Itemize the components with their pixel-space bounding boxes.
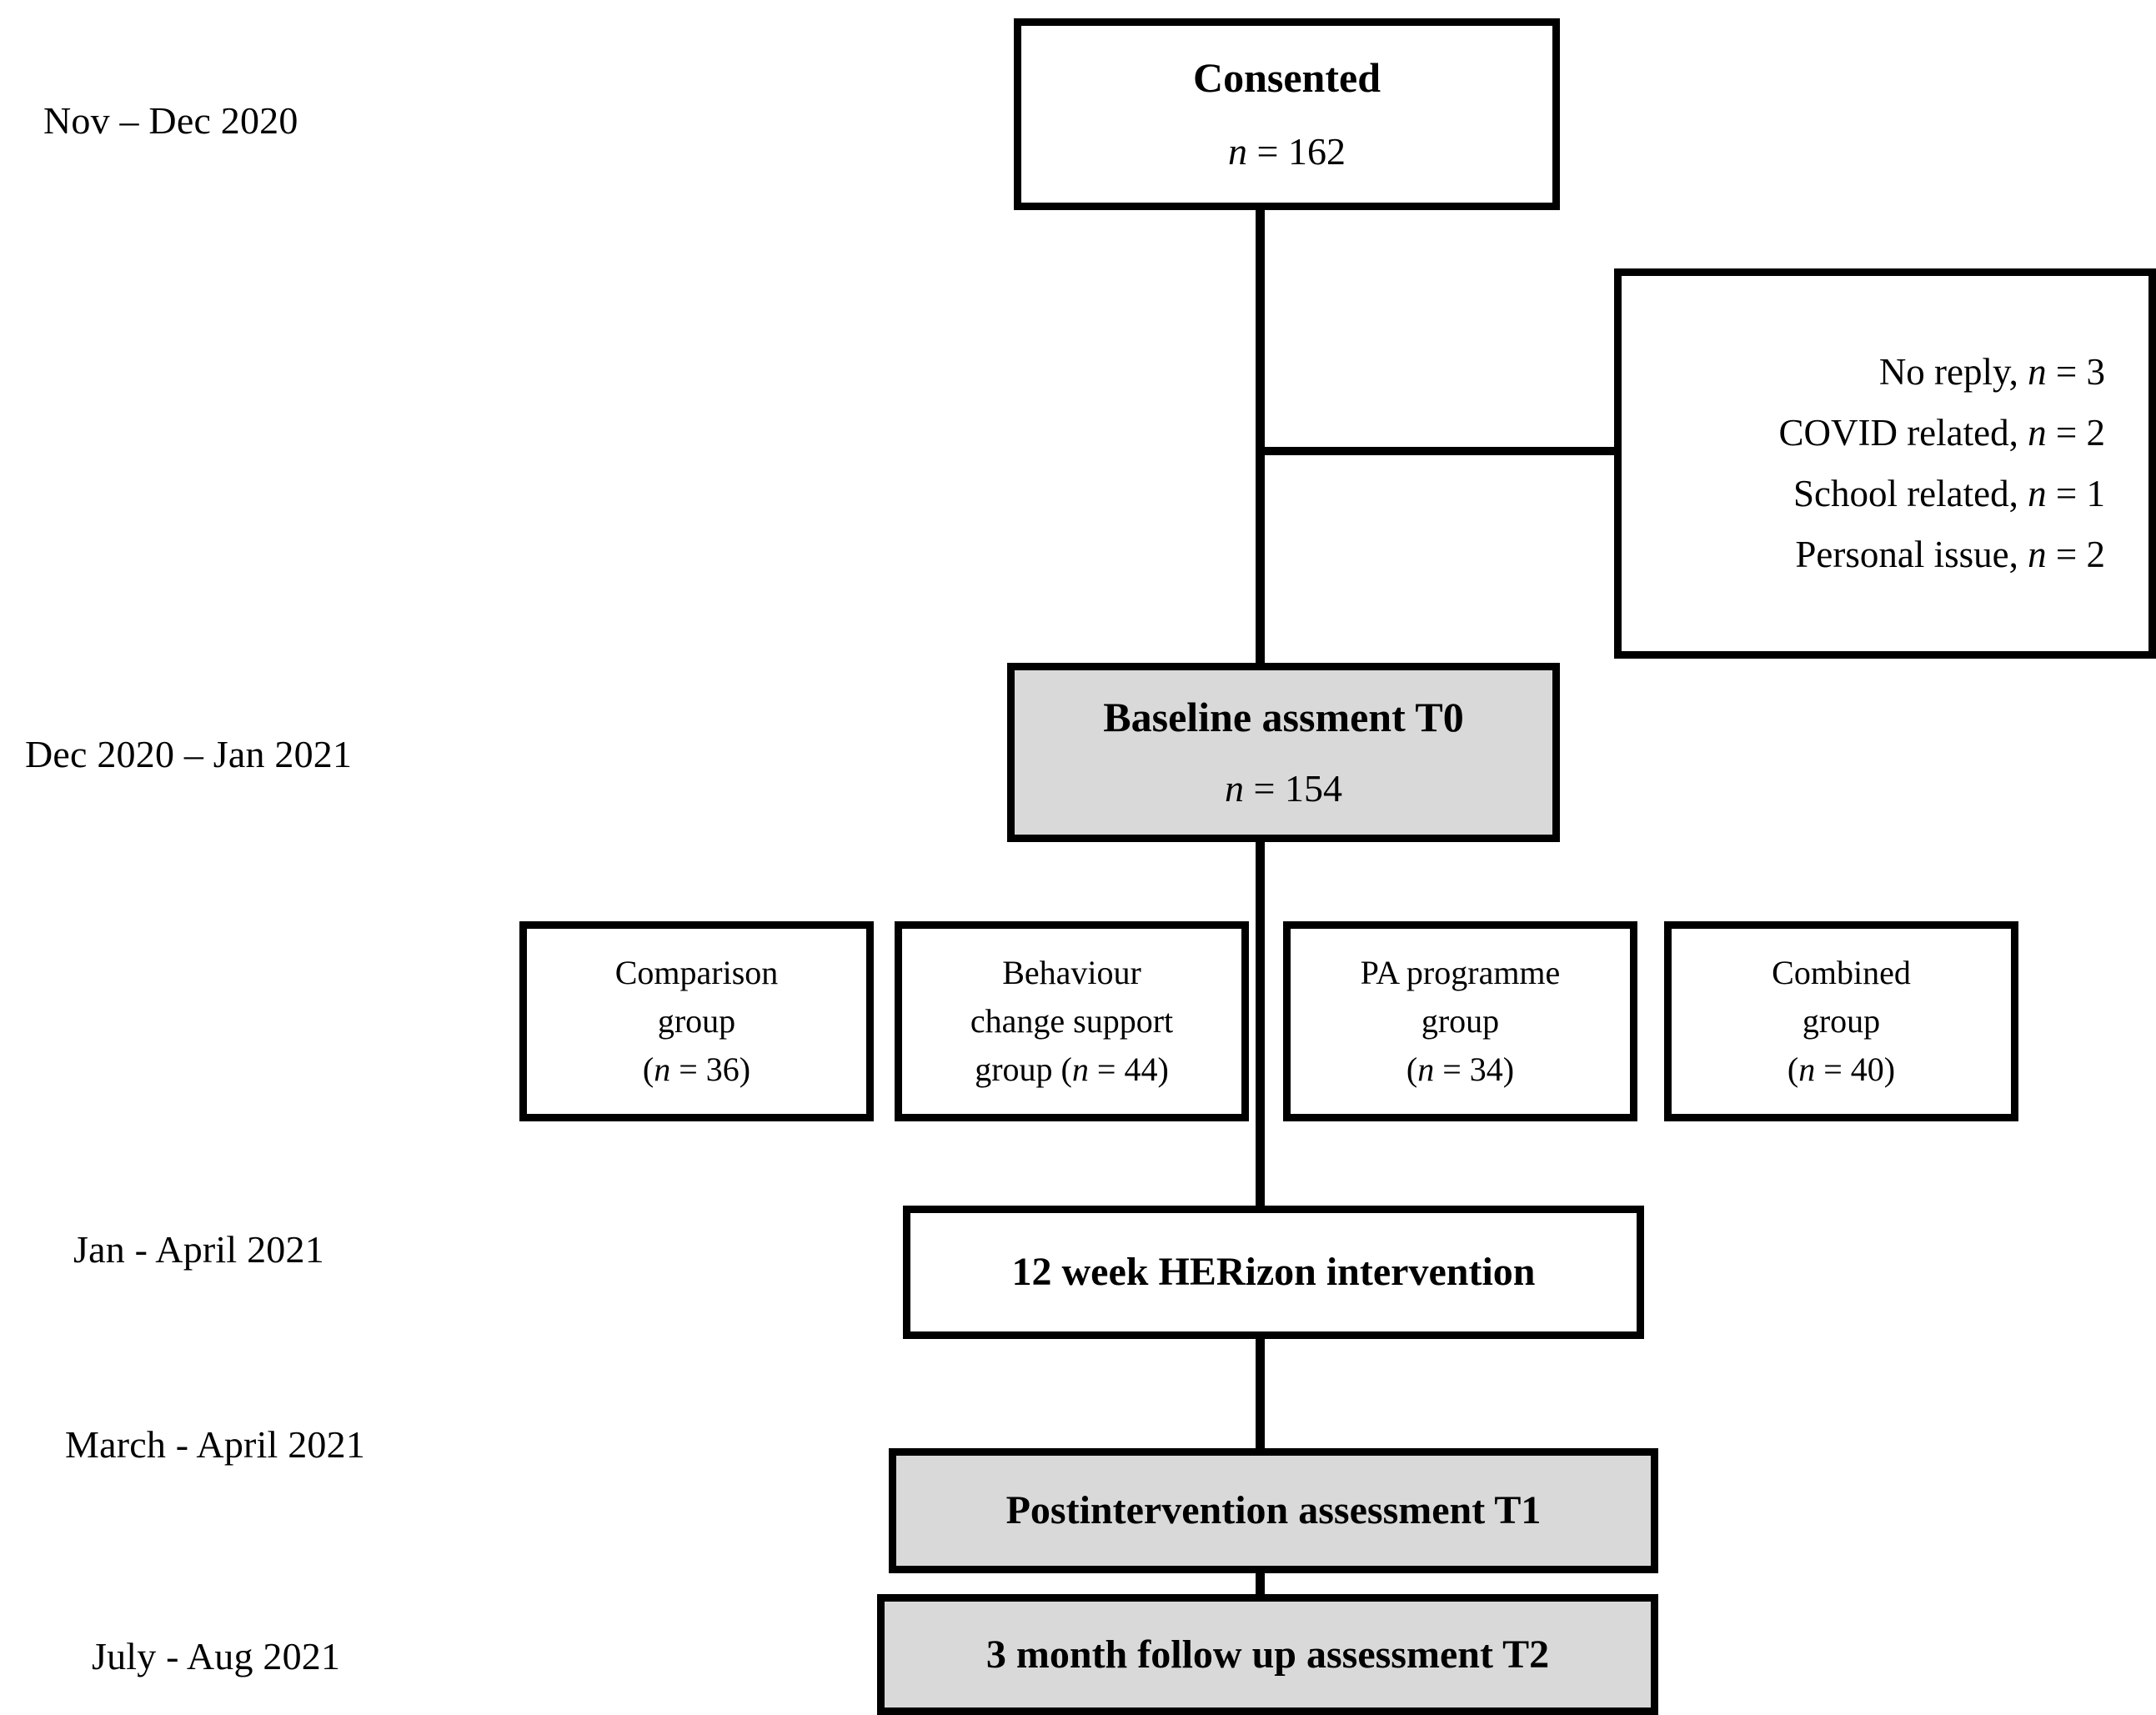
group-equals: =: [1434, 1051, 1470, 1088]
timeline-label-consent: Nov – Dec 2020: [43, 99, 298, 142]
group-value: 40: [1850, 1051, 1884, 1088]
group-name-line1: PA programme: [1360, 954, 1561, 991]
node-postintervention: Postintervention assessment T1: [889, 1448, 1658, 1573]
exclusion-reason: School related,: [1792, 473, 2018, 514]
timeline-label-baseline: Dec 2020 – Jan 2021: [25, 733, 353, 775]
node-group-comparison: Comparison group (n = 36): [519, 921, 874, 1121]
exclusion-n-symbol: n: [2028, 533, 2047, 575]
exclusion-reason: COVID related,: [1778, 412, 2018, 454]
connector-consented-to-baseline: [1256, 208, 1265, 669]
group-equals: =: [1815, 1051, 1851, 1088]
group-value: 44: [1124, 1051, 1158, 1088]
connector-branch-to-exclusions: [1256, 447, 1617, 455]
exclusion-equals: =: [2046, 412, 2087, 454]
timeline-label-intervention: Jan - April 2021: [73, 1228, 324, 1271]
node-followup: 3 month follow up assessment T2: [877, 1594, 1658, 1715]
exclusion-item: Personal issue, n = 2: [1622, 524, 2105, 585]
exclusion-equals: =: [2046, 533, 2087, 575]
group-value: 34: [1469, 1051, 1503, 1088]
connector-baseline-to-intervention: [1256, 842, 1265, 1211]
timeline-label-postintervention: March - April 2021: [65, 1423, 366, 1466]
group-value: 36: [705, 1051, 740, 1088]
timeline-label-followup: July - Aug 2021: [92, 1635, 341, 1677]
node-consented: Consented n = 162: [1014, 18, 1560, 210]
node-followup-title: 3 month follow up assessment T2: [985, 1632, 1550, 1677]
group-line3-prefix: group: [975, 1051, 1061, 1088]
node-baseline-count: n = 154: [1225, 767, 1342, 811]
node-baseline-equals: =: [1244, 766, 1285, 810]
group-n-symbol: n: [1417, 1051, 1435, 1088]
node-consented-equals: =: [1247, 130, 1288, 173]
node-postintervention-title: Postintervention assessment T1: [1005, 1488, 1542, 1533]
group-paren-close: ): [1883, 1051, 1896, 1088]
exclusion-value: 3: [2086, 351, 2106, 394]
group-name-line2: group: [657, 1002, 736, 1040]
exclusion-n-symbol: n: [2028, 412, 2047, 454]
exclusion-value: 1: [2086, 473, 2106, 514]
group-name-line2: change support: [970, 1002, 1174, 1040]
node-group-behaviour-change-support: Behaviour change support group (n = 44): [895, 921, 1249, 1121]
exclusion-value: 2: [2086, 412, 2106, 454]
group-name-line1: Comparison: [614, 954, 779, 991]
node-exclusions: No reply, n = 3 COVID related, n = 2 Sch…: [1614, 268, 2156, 659]
exclusion-equals: =: [2046, 473, 2087, 514]
group-paren-open: (: [1406, 1051, 1418, 1088]
group-paren-open: (: [1060, 1051, 1072, 1088]
exclusion-reason: Personal issue,: [1795, 533, 2018, 575]
group-paren-open: (: [642, 1051, 654, 1088]
node-baseline-title: Baseline assment T0: [1103, 694, 1464, 741]
node-consented-count: n = 162: [1228, 130, 1346, 174]
group-name-line2: group: [1421, 1002, 1500, 1040]
node-baseline-assessment: Baseline assment T0 n = 154: [1007, 663, 1560, 842]
node-baseline-value: 154: [1284, 766, 1342, 810]
group-paren-close: ): [739, 1051, 751, 1088]
exclusion-value: 2: [2086, 533, 2106, 575]
exclusion-n-symbol: n: [2028, 351, 2047, 394]
group-name-line1: Combined: [1772, 954, 1911, 991]
node-group-pa-programme: PA programme group (n = 34): [1283, 921, 1637, 1121]
group-count: (n = 34): [1406, 1046, 1514, 1094]
group-name-line1: Behaviour: [1002, 954, 1141, 991]
group-count: (n = 40): [1787, 1046, 1895, 1094]
connector-post-to-followup: [1256, 1536, 1265, 1627]
connector-intervention-to-post: [1256, 1338, 1265, 1452]
node-consented-value: 162: [1287, 130, 1346, 173]
group-equals: =: [1088, 1051, 1125, 1088]
group-n-symbol: n: [1071, 1051, 1089, 1088]
exclusion-equals: =: [2046, 351, 2087, 394]
group-count: group (n = 44): [975, 1046, 1169, 1094]
node-intervention: 12 week HERizon intervention: [903, 1206, 1644, 1339]
group-paren-open: (: [1787, 1051, 1799, 1088]
group-paren-close: ): [1502, 1051, 1515, 1088]
exclusion-reason: No reply,: [1878, 351, 2018, 394]
node-intervention-title: 12 week HERizon intervention: [1011, 1250, 1536, 1295]
node-consented-n-symbol: n: [1228, 130, 1248, 173]
exclusion-n-symbol: n: [2028, 473, 2047, 514]
group-paren-close: ): [1157, 1051, 1169, 1088]
exclusion-item: No reply, n = 3: [1622, 342, 2105, 403]
exclusion-item: COVID related, n = 2: [1622, 403, 2105, 464]
node-consented-title: Consented: [1192, 53, 1381, 101]
group-n-symbol: n: [654, 1051, 671, 1088]
group-n-symbol: n: [1798, 1051, 1816, 1088]
group-equals: =: [670, 1051, 706, 1088]
group-count: (n = 36): [643, 1046, 750, 1094]
exclusion-item: School related, n = 1: [1622, 464, 2105, 524]
node-group-combined: Combined group (n = 40): [1664, 921, 2018, 1121]
group-name-line2: group: [1802, 1002, 1881, 1040]
node-baseline-n-symbol: n: [1225, 766, 1245, 810]
